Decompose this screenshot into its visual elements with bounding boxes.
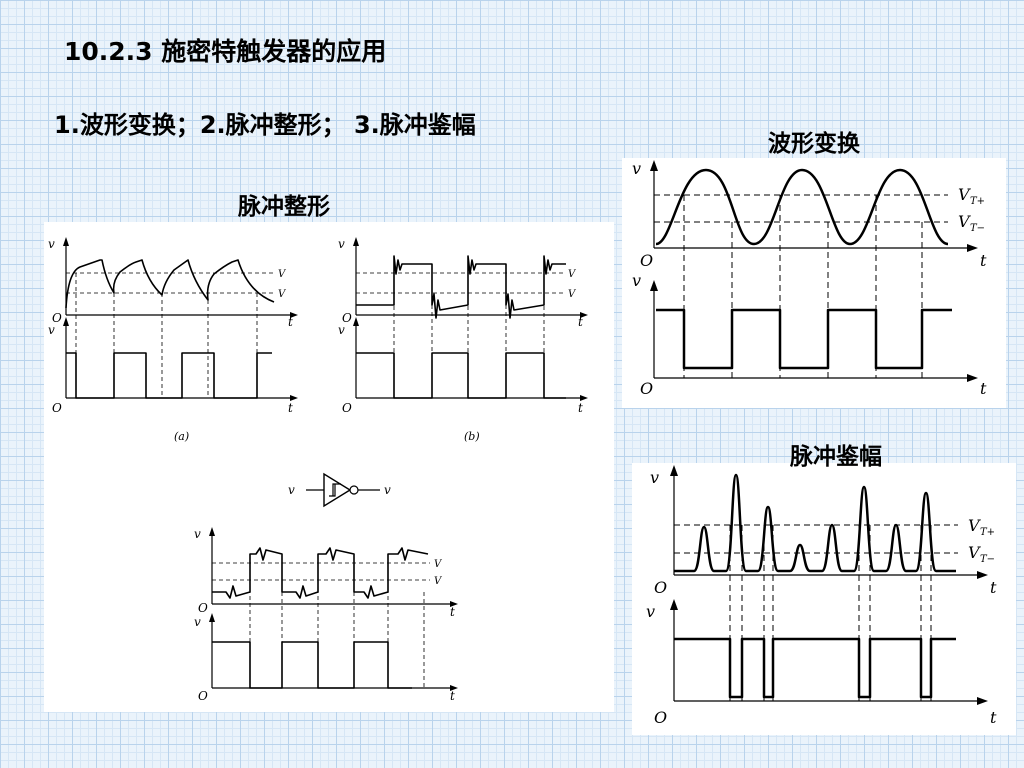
- vt-plus-sub: T+: [970, 196, 985, 207]
- vi-label-d: v: [650, 468, 659, 487]
- vt-plus-label-d: V: [968, 516, 981, 535]
- origin-label-b: O: [342, 311, 352, 325]
- waveform-conversion-panel: v v O O t t V T+ V T−: [622, 158, 1006, 408]
- vt-minus-sub: T−: [970, 223, 985, 234]
- origin-label-b2: O: [342, 401, 352, 415]
- time-label-b2: t: [578, 401, 583, 415]
- vo-label: v: [632, 271, 641, 290]
- origin-label-2: O: [640, 379, 653, 398]
- origin-label: O: [640, 251, 653, 270]
- time-label-d2: t: [990, 708, 997, 727]
- vt-minus-label-c: V: [434, 576, 443, 587]
- waveform-conversion-caption: 波形变换: [768, 131, 860, 157]
- vt-minus-sub-d: T−: [980, 554, 995, 565]
- waveform-conversion-figure: v v O O t t V T+ V T−: [632, 159, 987, 398]
- vt-plus-label-b: V: [568, 269, 577, 280]
- time-label: t: [980, 251, 987, 270]
- vo-label-c: v: [194, 615, 201, 629]
- applications-list: 1.波形变换；2.脉冲整形； 3.脉冲鉴幅: [54, 111, 476, 139]
- symbol-input-label: v: [288, 483, 295, 497]
- pulse-shaping-panel: v v O O t t V V (a) v v O O t t: [44, 222, 614, 712]
- vt-minus-label: V: [958, 212, 971, 231]
- origin-label-d2: O: [654, 708, 667, 727]
- time-label-2: t: [980, 379, 987, 398]
- schmitt-trigger-symbol: v v: [288, 472, 391, 508]
- time-label-c: t: [450, 605, 455, 619]
- vo-label-d: v: [646, 602, 655, 621]
- pulse-discrimination-panel: v v O O t t V T+ V T−: [632, 463, 1016, 735]
- time-label-a2: t: [288, 401, 293, 415]
- vi-label-a: v: [48, 237, 55, 251]
- vi-label-b: v: [338, 237, 345, 251]
- vi-label: v: [632, 159, 641, 178]
- vt-minus-label-b: V: [568, 289, 577, 300]
- origin-label-c: O: [198, 601, 208, 615]
- vt-plus-label: V: [958, 185, 971, 204]
- figure-b: v v O O t t V V (b): [338, 237, 588, 443]
- vt-minus-label-d: V: [968, 543, 981, 562]
- vt-plus-label-c: V: [434, 559, 443, 570]
- figure-b-label: (b): [464, 430, 480, 443]
- vi-label-c: v: [194, 527, 201, 541]
- vt-minus-label-a: V: [278, 289, 287, 300]
- figure-a-label: (a): [174, 430, 189, 443]
- symbol-output-label: v: [384, 483, 391, 497]
- pulse-discrimination-caption: 脉冲鉴幅: [790, 444, 882, 470]
- vo-label-a: v: [48, 323, 55, 337]
- time-label-c2: t: [450, 689, 455, 703]
- origin-label-d: O: [654, 578, 667, 597]
- vt-plus-sub-d: T+: [980, 527, 995, 538]
- origin-label-c2: O: [198, 689, 208, 703]
- origin-label-a: O: [52, 311, 62, 325]
- vo-label-b: v: [338, 323, 345, 337]
- vt-plus-label-a: V: [278, 269, 287, 280]
- time-label-d: t: [990, 578, 997, 597]
- pulse-shaping-figure: v v O O t t V V (a) v v O O t t: [48, 237, 588, 703]
- figure-a: v v O O t t V V (a): [48, 237, 298, 443]
- figure-c: v v O O t t V V: [194, 527, 458, 703]
- page-title: 10.2.3 施密特触发器的应用: [64, 37, 387, 66]
- time-label-b: t: [578, 315, 583, 329]
- pulse-discrimination-figure: v v O O t t V T+ V T−: [646, 465, 997, 727]
- origin-label-a2: O: [52, 401, 62, 415]
- time-label-a: t: [288, 315, 293, 329]
- pulse-shaping-caption: 脉冲整形: [238, 194, 330, 220]
